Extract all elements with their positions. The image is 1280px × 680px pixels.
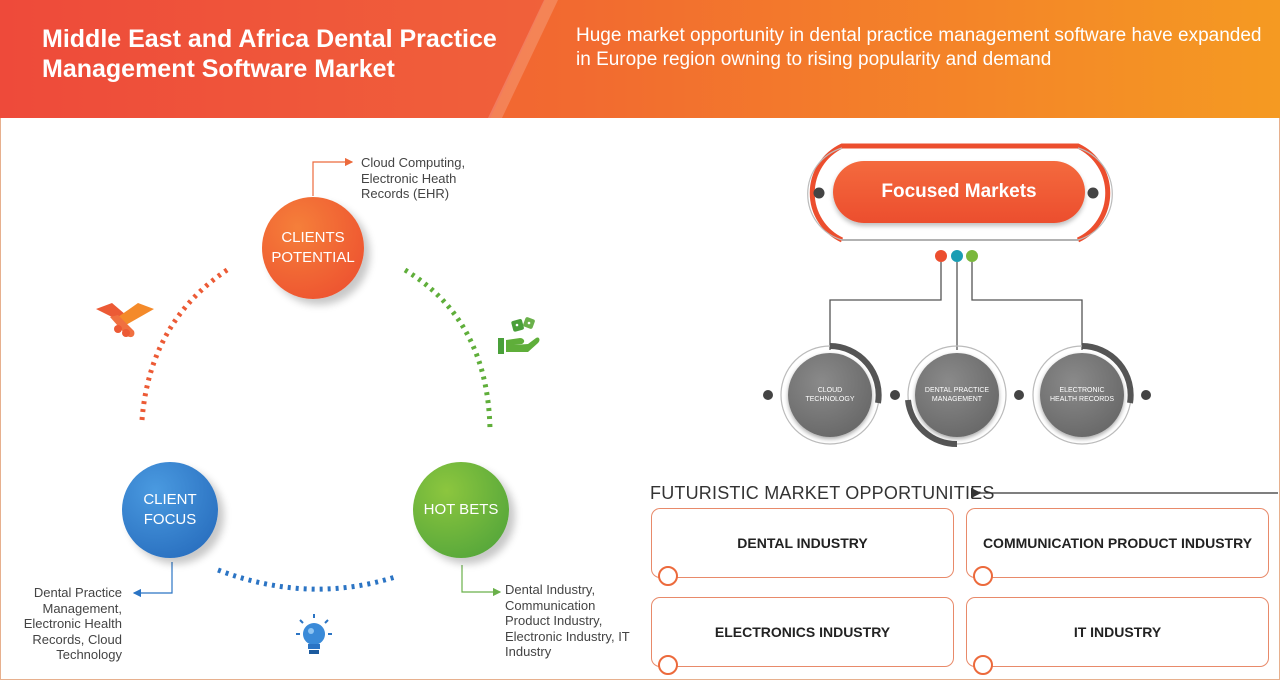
dice-hand-icon — [498, 317, 540, 354]
opportunity-dental-industry: DENTAL INDUSTRY — [651, 508, 954, 586]
client-focus-circle: CLIENT FOCUS — [122, 462, 218, 558]
client-focus-note: Dental Practice Management, Electronic H… — [23, 585, 122, 662]
header-title-panel — [0, 0, 545, 118]
hot-bets-note: Dental Industry, Communication Product I… — [505, 582, 630, 659]
client-focus-connector — [132, 562, 173, 598]
opportunity-it-industry: IT INDUSTRY — [966, 597, 1269, 675]
clients-potential-note: Cloud Computing, Electronic Heath Record… — [361, 155, 466, 201]
market-electronic-health-records: ELECTRONIC HEALTH RECORDS — [1040, 353, 1124, 437]
market-dental-practice-management: DENTAL PRACTICE MANAGEMENT — [915, 353, 999, 437]
header-description: Huge market opportunity in dental practi… — [576, 25, 1262, 70]
opportunity-electronics-industry: ELECTRONICS INDUSTRY — [651, 597, 954, 675]
arc-green — [403, 267, 493, 431]
focus-frame-right-dot — [1087, 187, 1099, 199]
clients-potential-circle: CLIENTS POTENTIAL — [262, 197, 364, 299]
market-cloud-technology-label: CLOUD TECHNOLOGY — [805, 387, 855, 403]
clients-potential-connector — [312, 157, 354, 196]
opportunity-label: DENTAL INDUSTRY — [737, 535, 868, 551]
opportunity-label: COMMUNICATION PRODUCT INDUSTRY — [982, 535, 1253, 551]
opportunity-ring — [658, 655, 678, 675]
arc-orange — [139, 265, 232, 421]
opportunity-label: IT INDUSTRY — [1073, 624, 1162, 640]
ring-ehr — [1032, 343, 1151, 445]
connector-ehr — [971, 262, 1083, 350]
arc-blue — [217, 567, 399, 592]
page-title: Middle East and Africa Dental Practice M… — [42, 25, 497, 83]
hot-bets-label: HOT BETS — [423, 501, 499, 518]
focused-markets-title: Focused Markets — [833, 161, 1085, 223]
market-dental-practice-management-label: DENTAL PRACTICE MANAGEMENT — [924, 387, 990, 403]
opportunity-label: ELECTRONICS INDUSTRY — [714, 624, 891, 640]
focus-frame-outline — [807, 147, 843, 241]
hot-bets-connector — [461, 565, 502, 597]
client-focus-label: CLIENT FOCUS — [143, 491, 197, 528]
clients-potential-label: CLIENTS POTENTIAL — [271, 229, 355, 266]
header-banner: Middle East and Africa Dental Practice M… — [0, 0, 1280, 118]
connector-cloud — [829, 262, 942, 350]
opportunity-communication-product-industry: COMMUNICATION PRODUCT INDUSTRY — [966, 508, 1269, 586]
lightbulb-icon — [296, 614, 332, 654]
focus-frame-left-dot — [813, 187, 825, 199]
hot-bets-circle: HOT BETS — [413, 462, 509, 558]
handshake-icon — [96, 303, 154, 338]
futuristic-title: FUTURISTIC MARKET OPPORTUNITIES — [650, 483, 995, 503]
opportunity-ring — [973, 655, 993, 675]
market-cloud-technology: CLOUD TECHNOLOGY — [788, 353, 872, 437]
opportunity-ring — [658, 566, 678, 586]
ring-cloud — [763, 343, 882, 445]
focus-frame-top — [809, 143, 1111, 243]
ring-dental — [890, 345, 1024, 448]
market-electronic-health-records-label: ELECTRONIC HEALTH RECORDS — [1049, 387, 1115, 403]
opportunity-ring — [973, 566, 993, 586]
